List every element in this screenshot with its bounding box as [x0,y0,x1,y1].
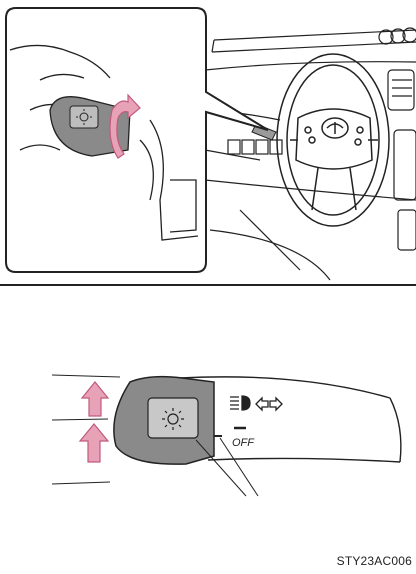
car-interior-illustration [0,0,416,284]
turn-signal-arrows-icon [256,398,282,410]
guide-lines [52,375,120,484]
figure-reference-code: STY23AC006 [337,554,412,568]
off-label: OFF [232,437,255,449]
headlight-high-beam-icon [230,396,250,410]
switch-closeup-illustration: OFF [0,286,416,574]
switch-knob [114,377,214,465]
bottom-switch-closeup-panel: OFF STY23AC006 [0,286,416,574]
steering-wheel-drawing [277,54,389,226]
dashboard-drawing [205,28,416,280]
upward-arrow-top [82,382,108,416]
upward-arrow-bottom [80,424,108,462]
top-illustration-panel [0,0,416,286]
